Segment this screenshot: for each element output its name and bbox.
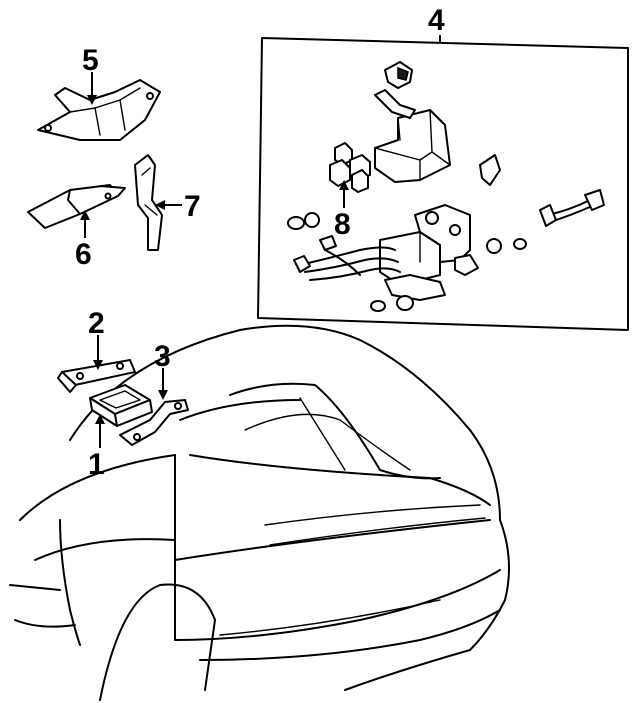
part-4-modulator-cover — [374, 109, 451, 183]
part-2-bracket — [57, 359, 136, 393]
part-4-frame — [257, 37, 629, 331]
leader-lines — [80, 35, 441, 448]
part-4-wire-harness — [293, 235, 401, 281]
part-7-bracket — [134, 154, 163, 251]
part-4-grommets — [287, 212, 527, 312]
part-4-bracket-upper — [374, 89, 416, 119]
callout-1: 1 — [88, 448, 105, 481]
callout-7: 7 — [184, 190, 201, 223]
part-4-clip-right — [479, 154, 501, 186]
part-5-bracket — [37, 79, 161, 141]
vehicle-rear-body — [9, 324, 510, 701]
callout-2: 2 — [88, 307, 105, 340]
part-4-hydraulic-actuator — [379, 204, 479, 301]
part-6-bracket — [27, 184, 126, 229]
part-4-connector-clip-top — [384, 61, 413, 89]
callout-4: 4 — [428, 4, 445, 37]
callout-8: 8 — [334, 208, 351, 241]
callout-5: 5 — [82, 44, 99, 77]
part-8-relays — [329, 142, 371, 193]
part-4-sensor-harness — [539, 189, 605, 227]
callout-6: 6 — [75, 238, 92, 271]
part-1-module — [89, 384, 153, 427]
callout-3: 3 — [154, 340, 171, 373]
part-3-bracket — [119, 399, 189, 446]
